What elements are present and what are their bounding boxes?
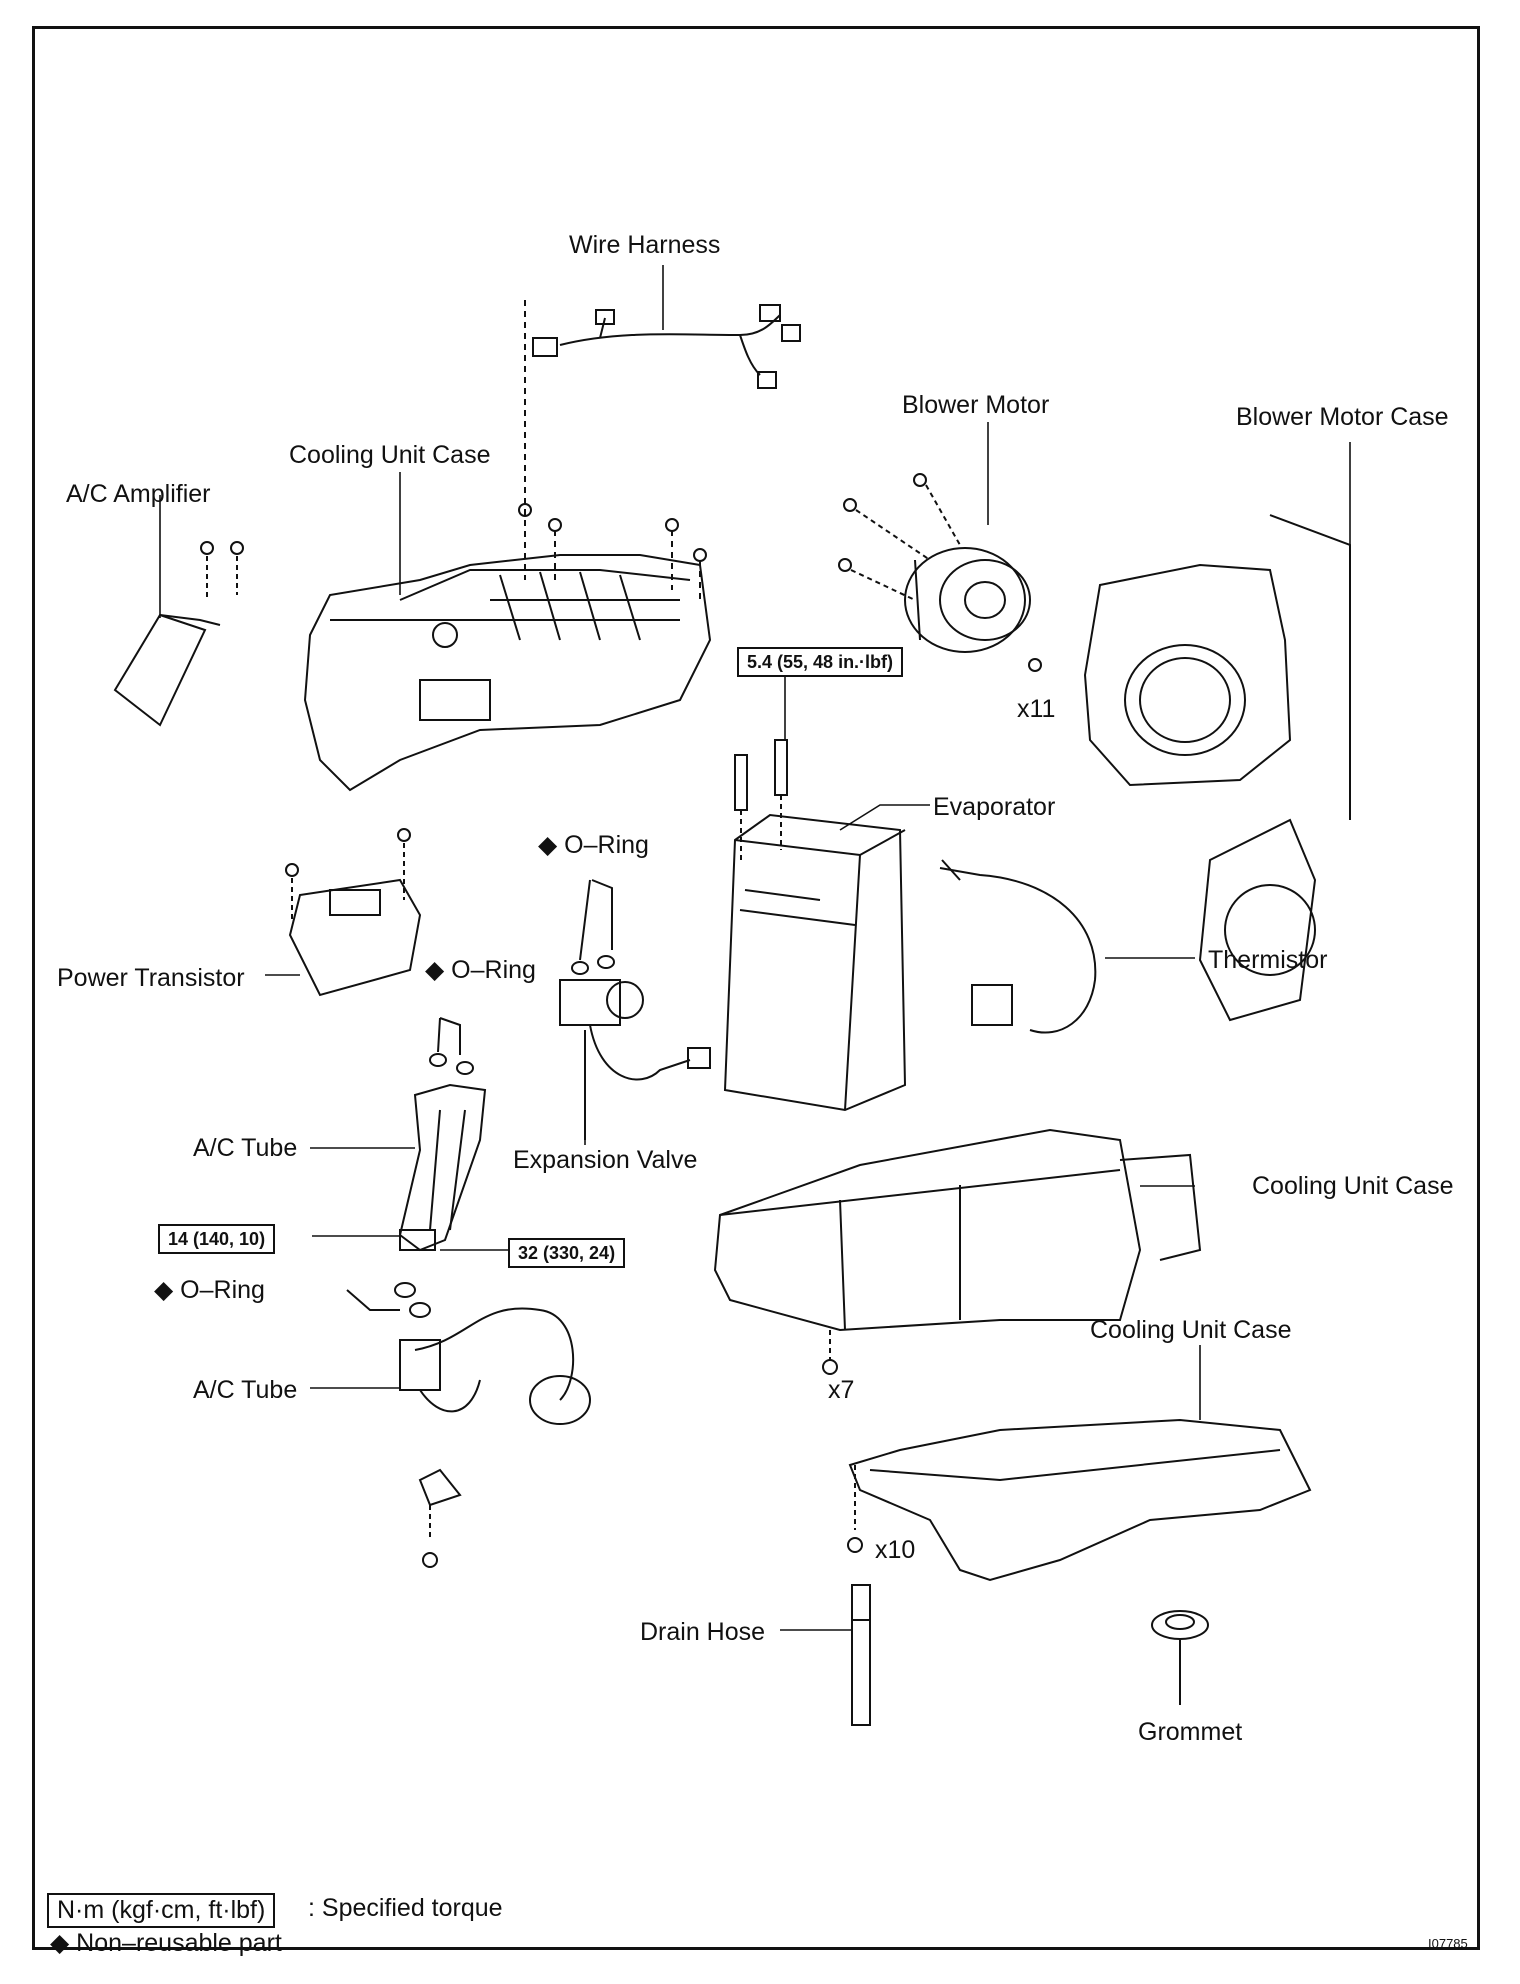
label-expansion-valve: Expansion Valve <box>513 1146 698 1174</box>
evaporator-drawing <box>723 739 907 1112</box>
label-ac-tube-2: A/C Tube <box>193 1376 298 1404</box>
power-transistor-drawing <box>285 828 422 997</box>
o-ring-drawings <box>346 879 615 1318</box>
label-x10: x10 <box>875 1536 916 1564</box>
label-o-ring-3: ◆ O–Ring <box>154 1276 265 1304</box>
blower-motor-case-drawing <box>1028 514 1351 1022</box>
label-cooling-unit-case-top: Cooling Unit Case <box>289 441 491 469</box>
cooling-unit-case-middle-drawing <box>713 1128 1202 1375</box>
torque-evaporator-bolt: 5.4 (55, 48 in.·lbf) <box>737 647 904 677</box>
torque-tube-a: 14 (140, 10) <box>158 1224 276 1254</box>
label-ac-tube-1: A/C Tube <box>193 1134 298 1162</box>
label-x11: x11 <box>1017 695 1056 723</box>
legend-unit-desc: : Specified torque <box>308 1894 503 1922</box>
label-cooling-unit-case-low: Cooling Unit Case <box>1090 1316 1292 1344</box>
blower-motor-drawing <box>838 473 1031 653</box>
label-evaporator: Evaporator <box>933 793 1056 821</box>
figure-id: I07785 <box>1428 1936 1468 1951</box>
label-grommet: Grommet <box>1138 1718 1243 1746</box>
expansion-valve-drawing <box>559 979 711 1140</box>
label-power-transistor: Power Transistor <box>57 964 245 992</box>
legend-nonreusable: ◆ Non–reusable part <box>50 1929 282 1957</box>
label-o-ring-1: ◆ O–Ring <box>538 831 649 859</box>
label-x7: x7 <box>828 1376 855 1404</box>
label-blower-motor-case: Blower Motor Case <box>1236 403 1449 431</box>
label-cooling-unit-case-mid: Cooling Unit Case <box>1252 1172 1454 1200</box>
cooling-unit-case-upper-drawing <box>303 300 712 792</box>
diagram-frame <box>32 26 1480 1950</box>
ac-tube-drawings <box>398 1083 591 1568</box>
label-o-ring-2: ◆ O–Ring <box>425 956 536 984</box>
label-thermistor: Thermistor <box>1208 946 1328 974</box>
ac-amplifier-drawing <box>113 541 244 727</box>
label-wire-harness: Wire Harness <box>569 231 721 259</box>
wire-harness-drawing <box>532 304 801 389</box>
label-ac-amplifier: A/C Amplifier <box>66 480 211 508</box>
grommet-drawing <box>1151 1610 1209 1705</box>
label-drain-hose: Drain Hose <box>640 1618 766 1646</box>
cooling-unit-case-lower-drawing <box>847 1418 1312 1582</box>
leader-lines <box>159 265 1351 1631</box>
label-blower-motor: Blower Motor <box>902 391 1050 419</box>
thermistor-drawing <box>939 859 1097 1034</box>
drain-hose-drawing <box>851 1584 871 1726</box>
legend-unit-box: N·m (kgf·cm, ft·lbf) <box>47 1893 276 1928</box>
torque-tube-b: 32 (330, 24) <box>508 1238 626 1268</box>
